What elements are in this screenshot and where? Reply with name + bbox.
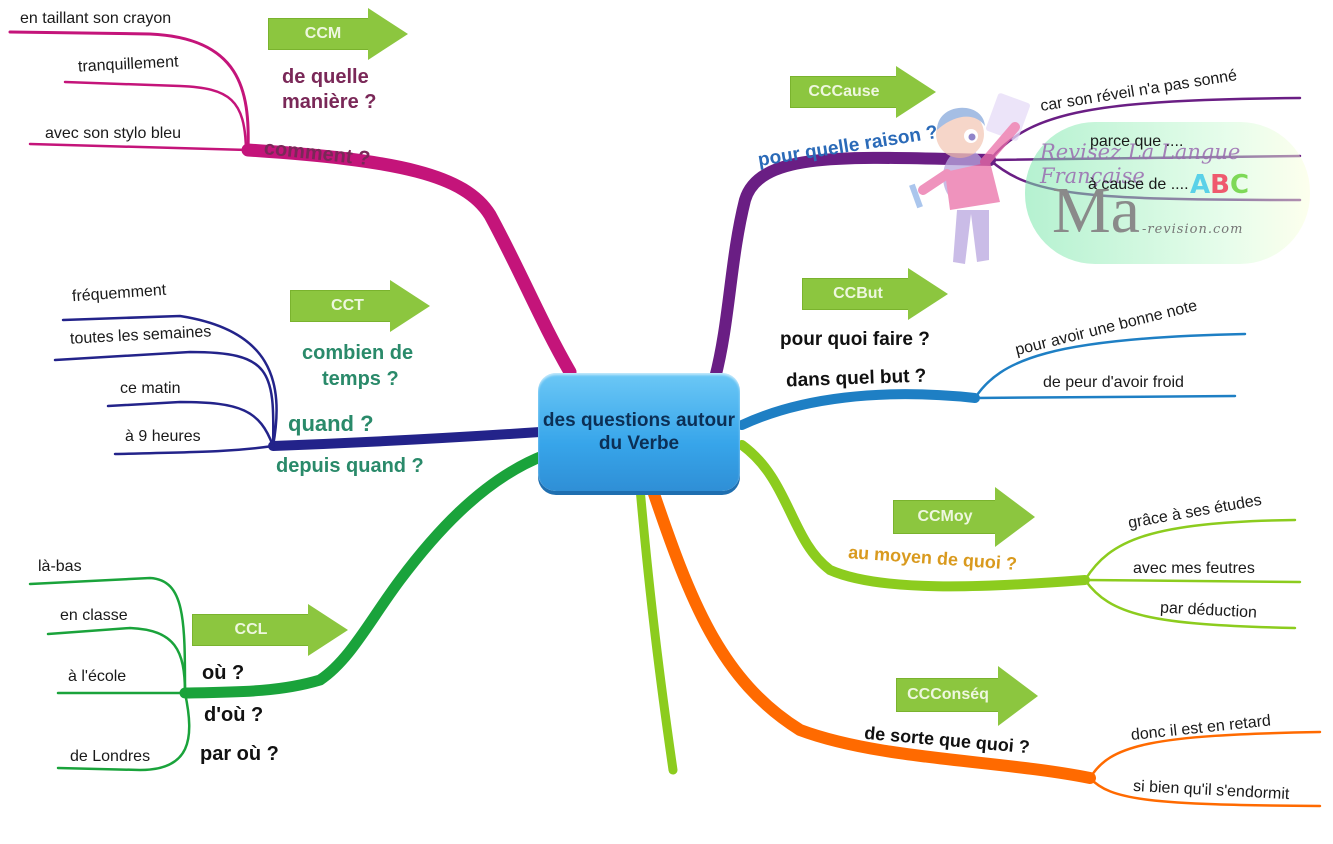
ccmoy-arrow: CCMoy [893,487,1038,547]
watermark-domain: -revision.com [1142,222,1244,237]
abc-logo-icon: ABC [1190,170,1250,200]
cct-question-3: quand ? [288,411,374,436]
ccl-line-1 [28,576,187,695]
ccl-question-2: d'où ? [204,704,264,726]
ccl-example-1: là-bas [38,558,82,575]
ccm-question-2: manière ? [282,91,377,113]
ccm-example-3: avec son stylo bleu [45,125,182,142]
ccbut-arrow-label: CCBut [833,285,883,302]
cct-arrow: CCT [290,280,430,332]
ccm-line-3 [28,142,250,152]
cccause-example-3: à cause de .... [1088,176,1189,193]
branch-ccm-main [241,143,577,379]
cccause-arrow-label: CCCause [808,83,880,100]
cct-question-1: combien de [302,342,414,364]
cct-line-1 [61,314,278,448]
ccl-line-2 [46,626,187,695]
cct-example-4: à 9 heures [125,428,201,445]
branch-ccmoy-main [737,440,1090,592]
branch-ccconseq [646,482,1322,808]
ccl-arrow-label: CCL [234,621,268,638]
cct-question-4: depuis quand ? [276,455,424,477]
central-topic-node[interactable]: des questions autour du Verbe [538,373,740,491]
branch-ccconseq-main [646,482,1096,784]
ccm-arrow-label: CCM [304,25,342,42]
branch-ccbut-main [737,389,980,430]
ccl-example-3: à l'école [68,668,127,685]
ccbut-arrow: CCBut [802,268,948,320]
cct-line-2 [53,350,275,448]
ccmoy-line-3 [1083,578,1297,630]
branch-cccause-main [709,151,996,384]
branch-ccl-main [179,449,551,699]
cct-line-4 [113,444,275,456]
ccl-line-4 [56,691,191,772]
ccmoy-line-1 [1083,518,1297,582]
ccbut-example-2: de peur d'avoir froid [1043,374,1184,391]
branch-cct-main [268,427,545,451]
ccl-example-2: en classe [60,607,128,624]
cct-question-2: temps ? [322,368,399,390]
ccm-example-1: en taillant son crayon [20,10,172,27]
cccause-example-2: parce que .... [1090,133,1184,150]
ccconseq-line-2 [1088,776,1322,808]
ccmoy-line-2 [1083,578,1302,584]
cccause-arrow: CCCause [790,66,936,118]
branch-ccbut [737,332,1247,430]
ccmoy-example-2: avec mes feutres [1133,560,1255,577]
ccl-arrow: CCL [192,604,348,656]
ccl-example-4: de Londres [70,748,151,765]
ccm-line-2 [63,80,248,152]
watermark-badge [1025,122,1310,264]
ccbut-line-2 [973,394,1237,400]
watermark-brand: Ma [1052,174,1140,247]
ccconseq-arrow-label: CCConséq [907,686,989,703]
central-topic-label: des questions autour du Verbe [542,410,736,454]
branch-ccl [28,449,551,772]
ccconseq-arrow: CCConséq [896,666,1041,726]
ccm-line-1 [8,30,250,152]
branch-cct [53,314,545,456]
cct-example-3: ce matin [120,380,181,397]
branch-ccmoy [635,440,1302,775]
cct-line-3 [106,400,275,448]
watermark-slogan: Revisez La Langue Française [1040,140,1241,188]
ccmoy-arrow-label: CCMoy [917,508,973,525]
cct-arrow-label: CCT [331,297,364,314]
ccm-question-1: de quelle [282,66,369,88]
branch-ccm [8,30,577,379]
branch-ccmoy-spike [635,483,678,775]
student-mascot-icon [909,93,1030,264]
ccl-question-1: où ? [202,662,245,684]
ccm-arrow: CCM [268,8,408,60]
ccbut-question-1: pour quoi faire ? [780,329,930,350]
ccbut-line-1 [973,332,1247,400]
ccl-question-3: par où ? [200,743,279,765]
ccconseq-line-1 [1088,730,1322,780]
